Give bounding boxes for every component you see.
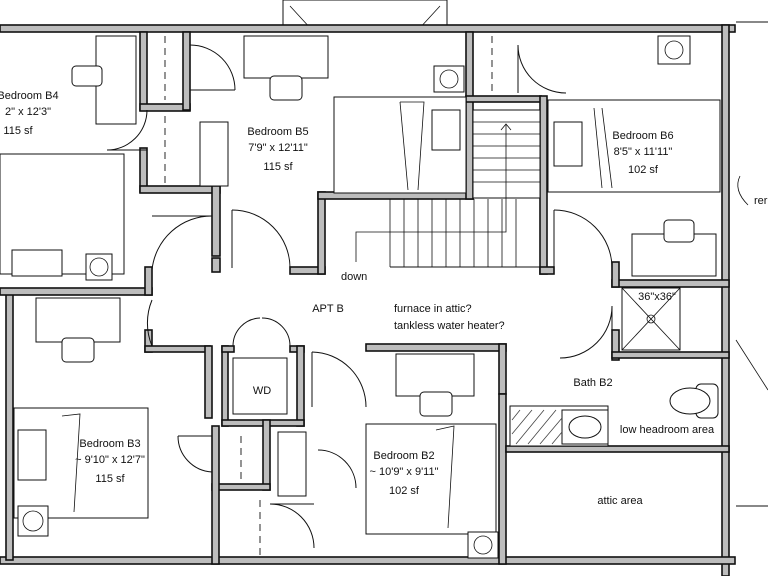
walls bbox=[0, 24, 736, 576]
stair-treads bbox=[355, 121, 540, 268]
b3-name: Bedroom B3 bbox=[79, 438, 140, 450]
doors bbox=[106, 44, 613, 549]
b2-name: Bedroom B2 bbox=[373, 450, 434, 462]
b5-dims: 7'9" x 12'11" bbox=[248, 142, 308, 154]
stairs-down-label: down bbox=[341, 271, 367, 283]
shower-label: 36"x36" bbox=[638, 291, 676, 303]
low-headroom-label: low headroom area bbox=[620, 424, 715, 436]
b6-name: Bedroom B6 bbox=[612, 130, 673, 142]
b5-area: 115 sf bbox=[263, 161, 293, 173]
b4-name: Bedroom B4 bbox=[0, 90, 59, 102]
edge-fragment-label: rer bbox=[754, 195, 768, 207]
b6-area: 102 sf bbox=[628, 164, 659, 176]
bath-label: Bath B2 bbox=[573, 377, 612, 389]
wd-label: WD bbox=[253, 385, 271, 397]
closet-dashes bbox=[164, 36, 493, 556]
b5-name: Bedroom B5 bbox=[247, 126, 308, 138]
labels: Bedroom B4 2" x 12'3" 115 sf Bedroom B5 … bbox=[0, 90, 768, 507]
hatch-low-headroom bbox=[511, 409, 563, 445]
b3-dims: ~ 9'10" x 12'7" bbox=[75, 454, 145, 466]
furniture bbox=[0, 21, 768, 559]
furnace-note: furnace in attic? bbox=[394, 303, 472, 315]
b4-dims: 2" x 12'3" bbox=[5, 106, 51, 118]
water-heater-note: tankless water heater? bbox=[394, 320, 505, 332]
b6-dims: 8'5" x 11'11" bbox=[614, 146, 673, 158]
b3-area: 115 sf bbox=[95, 473, 125, 485]
attic-label: attic area bbox=[597, 495, 643, 507]
b4-area: 115 sf bbox=[3, 125, 33, 137]
apt-label: APT B bbox=[312, 303, 344, 315]
b2-area: 102 sf bbox=[389, 485, 420, 497]
b2-dims: ~ 10'9" x 9'11" bbox=[370, 466, 439, 478]
